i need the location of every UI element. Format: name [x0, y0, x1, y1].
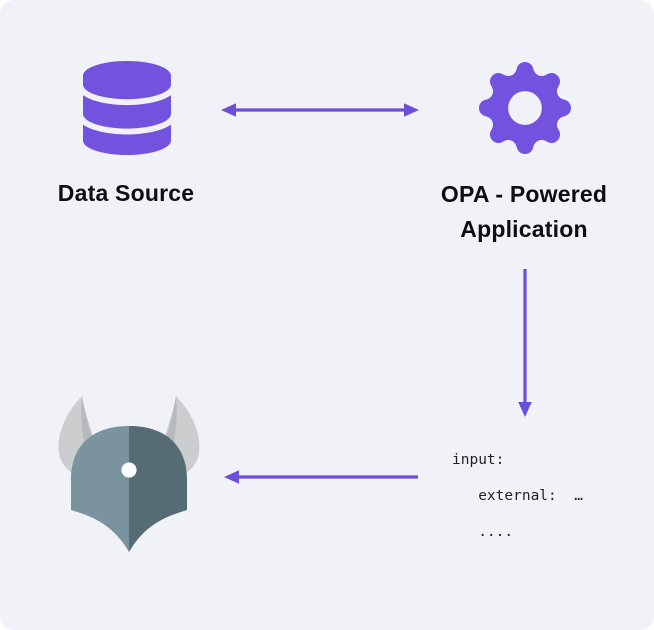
opa-application-label: OPA - Powered Application — [404, 177, 644, 247]
database-icon — [83, 61, 171, 155]
code-line-input: input: — [452, 452, 505, 468]
gear-icon — [479, 62, 571, 154]
opa-application-label-line1: OPA - Powered — [440, 181, 608, 207]
data-source-label: Data Source — [57, 180, 195, 206]
arrow-data-source-opa — [221, 103, 419, 117]
input-code-snippet: input: external: … .... — [452, 442, 583, 550]
code-line-external: external: … — [452, 488, 583, 504]
arrow-opa-to-input — [518, 269, 532, 417]
arrow-input-to-agent — [224, 470, 418, 484]
opa-helmet-logo — [58, 396, 200, 552]
helmet-body-shaded-half — [129, 426, 187, 552]
code-line-ellipsis: .... — [452, 524, 514, 540]
opa-application-label-line2: Application — [460, 216, 588, 242]
helmet-dot — [121, 462, 137, 478]
